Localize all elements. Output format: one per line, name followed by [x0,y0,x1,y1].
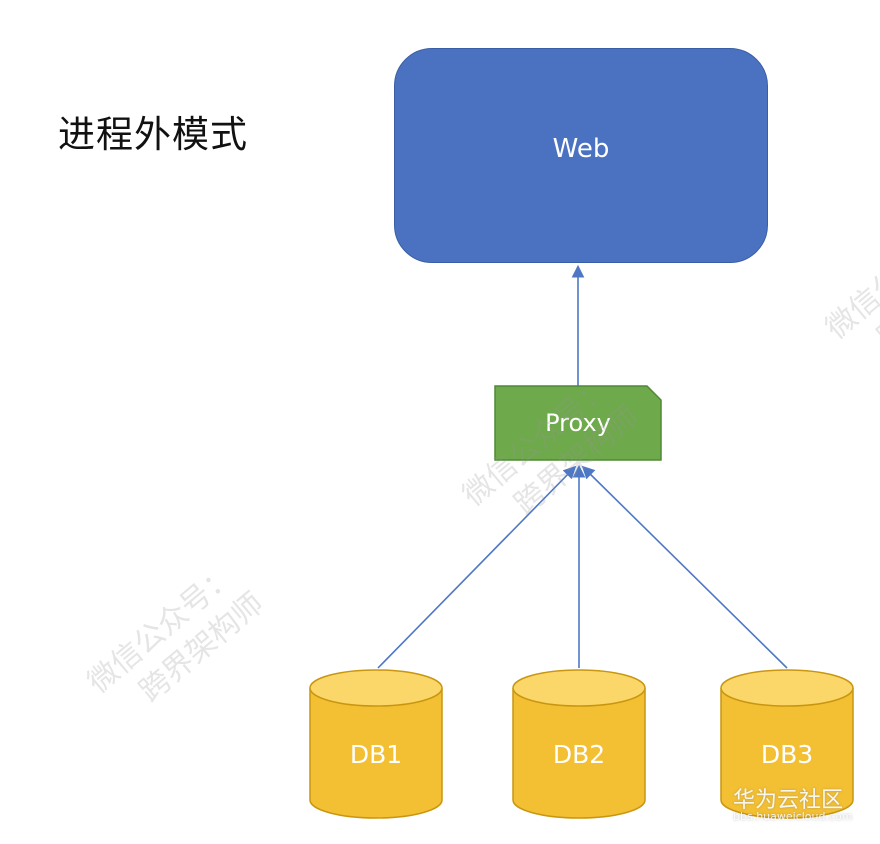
proxy-node-label: Proxy [545,409,611,437]
web-node: Web [394,48,768,263]
huawei-cloud-watermark: 华为云社区 [733,788,844,813]
db3-label: DB3 [760,740,814,769]
page-title: 进程外模式 [58,113,248,156]
db1-to-proxy-arrow [377,465,577,669]
db1-label: DB1 [349,740,403,769]
proxy-node-shape [494,385,662,461]
huawei-cloud-url: bbs.huaweicloud.com [733,810,853,823]
db2-label: DB2 [552,740,606,769]
db2-cylinder [512,669,646,819]
db3-cylinder [720,669,854,819]
web-node-label: Web [552,133,610,164]
db3-to-proxy-arrow [581,465,788,669]
db1-cylinder [309,669,443,819]
